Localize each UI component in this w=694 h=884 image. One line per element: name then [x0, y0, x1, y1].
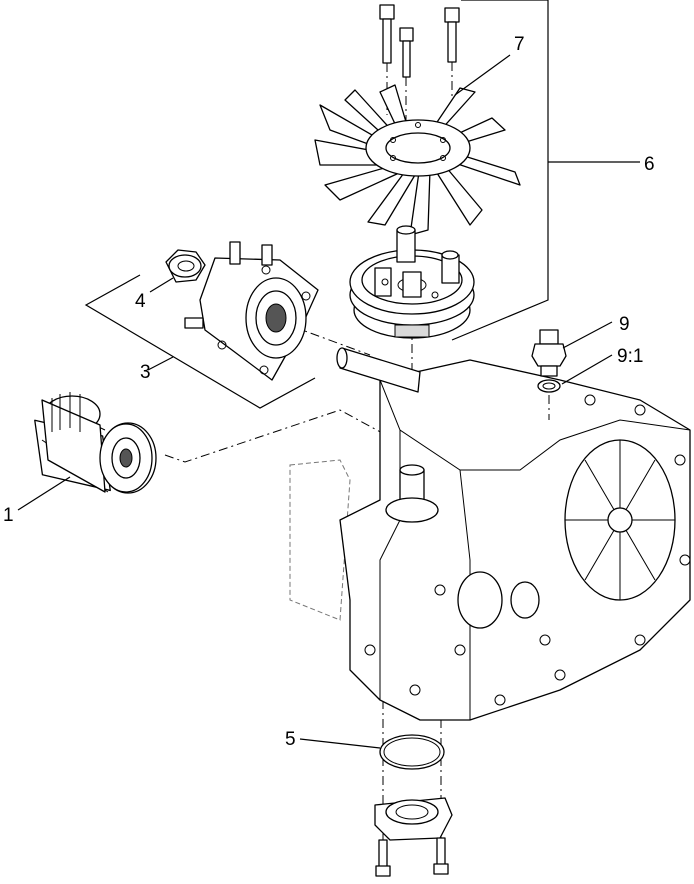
callout-9: 9 — [619, 314, 630, 335]
leader-lines — [17, 0, 640, 749]
nut — [165, 249, 206, 283]
bottom-bracket — [374, 797, 453, 877]
oil-filter — [34, 392, 157, 494]
callout-9-1: 9:1 — [617, 346, 643, 367]
callout-3: 3 — [140, 362, 151, 383]
fitting — [531, 329, 567, 377]
o-ring — [379, 734, 445, 770]
input-shaft — [336, 347, 421, 393]
callout-1: 1 — [3, 505, 14, 526]
callout-6: 6 — [644, 154, 655, 175]
top-bolts — [379, 4, 460, 130]
washer — [537, 379, 561, 420]
callout-7: 7 — [514, 34, 525, 55]
hub — [184, 241, 319, 381]
callout-5: 5 — [285, 729, 296, 750]
cooling-fan — [314, 84, 521, 236]
callout-4: 4 — [135, 291, 146, 312]
transmission-housing — [289, 359, 691, 721]
hub-axis — [274, 319, 371, 356]
pulley — [349, 225, 475, 339]
